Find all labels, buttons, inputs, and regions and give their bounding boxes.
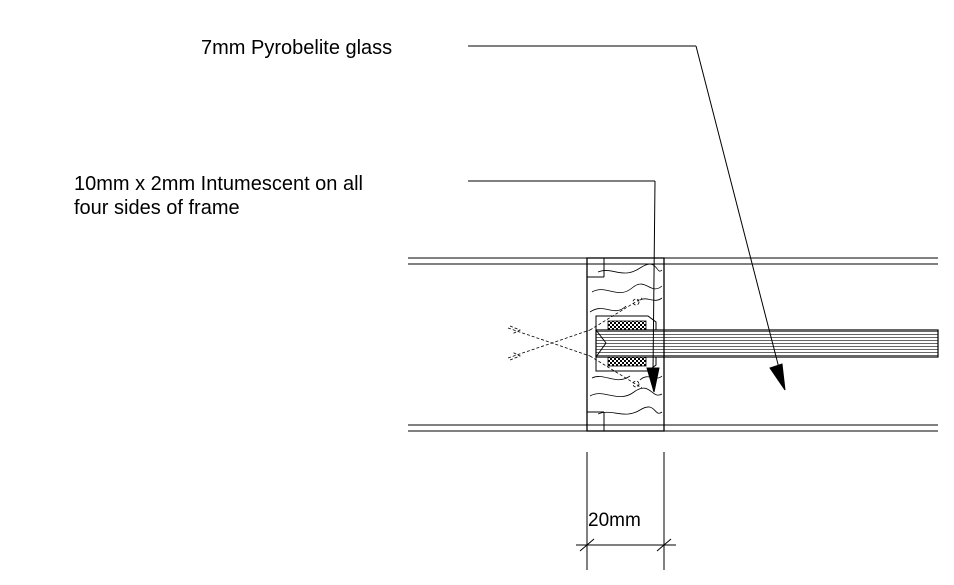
dimension-20mm bbox=[576, 452, 676, 570]
door-face-bottom bbox=[408, 424, 938, 432]
intumescent-strip-bottom bbox=[607, 356, 647, 367]
door-face-top bbox=[408, 257, 938, 265]
label-intumescent-line2: four sides of frame bbox=[74, 197, 240, 219]
dimension-label: 20mm bbox=[588, 510, 641, 531]
leader-glass bbox=[468, 45, 786, 391]
glass-pane bbox=[595, 329, 939, 358]
label-glass: 7mm Pyrobelite glass bbox=[201, 37, 393, 59]
label-intumescent-line1: 10mm x 2mm Intumescent on all bbox=[74, 173, 363, 195]
intumescent-strip-top bbox=[607, 320, 647, 331]
leader-intumescent bbox=[468, 180, 660, 393]
fixing-pins bbox=[507, 297, 643, 389]
wood-grain bbox=[589, 263, 663, 415]
